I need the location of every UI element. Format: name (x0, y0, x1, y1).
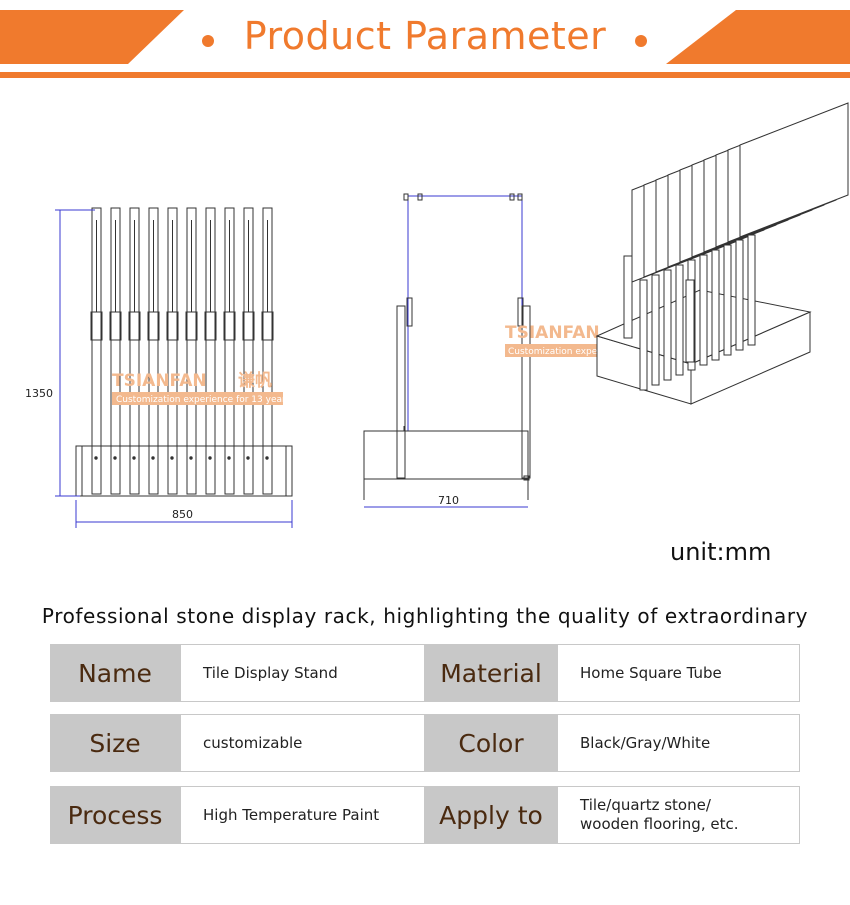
watermark-slogan: Customization experience for 13 years (116, 395, 291, 405)
page-title: Product Parameter (243, 14, 607, 58)
iso-panel-post (747, 234, 756, 346)
banner-dot-left (202, 35, 214, 47)
front-post-bolt (132, 456, 136, 460)
front-post-bolt (170, 456, 174, 460)
iso-panel-post (723, 244, 732, 356)
watermark-brand: TSIANFAN (112, 371, 207, 391)
front-dimension-lines (55, 209, 293, 528)
watermark-slogan-bar (112, 392, 283, 405)
front-post (167, 207, 178, 495)
front-post (129, 207, 140, 495)
front-post (205, 207, 216, 495)
iso-upright (623, 255, 633, 339)
front-post (91, 207, 102, 495)
banner-right-shape (666, 10, 850, 64)
front-post-joint (128, 311, 141, 341)
side-view (363, 193, 531, 500)
front-post (224, 207, 235, 495)
watermark-brand: TSIANFAN (505, 323, 600, 343)
side-clip (517, 193, 523, 201)
iso-panel-post (663, 269, 672, 381)
side-clip (403, 193, 409, 201)
param-label: Process (50, 786, 180, 844)
param-value: High Temperature Paint (180, 786, 425, 844)
iso-panel-post (699, 254, 708, 366)
banner-underline (0, 72, 850, 78)
side-upright-left (396, 305, 406, 479)
technical-drawing: 1350 850 TSIANFAN 谦帆 Customization exper… (0, 90, 850, 570)
front-post-joint (109, 311, 122, 341)
front-post (186, 207, 197, 495)
front-post-joint (90, 311, 103, 341)
iso-panel-post (651, 274, 660, 386)
iso-tile-panel (739, 102, 849, 238)
front-post-bolt (246, 456, 250, 460)
front-post-bolt (265, 456, 269, 460)
tagline: Professional stone display rack, highlig… (41, 604, 809, 628)
unit-label: unit:mm (670, 538, 772, 566)
iso-upright (685, 279, 695, 363)
front-post-joint (185, 311, 198, 341)
param-row: Process High Temperature Paint Apply to … (50, 786, 800, 844)
front-post-joint (261, 311, 274, 341)
banner-dot-right (635, 35, 647, 47)
iso-panel-post (735, 239, 744, 351)
param-label: Material (425, 644, 557, 702)
side-width-dimension-label: 710 (438, 494, 459, 507)
side-clip (509, 193, 515, 201)
param-value: Home Square Tube (557, 644, 800, 702)
front-post-bolt (151, 456, 155, 460)
iso-panel-post (711, 249, 720, 361)
param-label: Name (50, 644, 180, 702)
front-base (75, 445, 293, 497)
front-post (148, 207, 159, 495)
param-label: Apply to (425, 786, 557, 844)
side-foot (523, 475, 530, 481)
param-value: customizable (180, 714, 425, 772)
header-banner: Product Parameter (0, 0, 850, 80)
param-value: Tile/quartz stone/ wooden flooring, etc. (557, 786, 800, 844)
front-post (243, 207, 254, 495)
param-row: Name Tile Display Stand Material Home Sq… (50, 644, 800, 702)
param-value: Black/Gray/White (557, 714, 800, 772)
isometric-view (595, 102, 849, 405)
front-post-joint (223, 311, 236, 341)
param-row: Size customizable Color Black/Gray/White (50, 714, 800, 772)
param-value: Tile Display Stand (180, 644, 425, 702)
front-post (110, 207, 121, 495)
front-post-bolt (227, 456, 231, 460)
front-post-joint (147, 311, 160, 341)
param-label: Color (425, 714, 557, 772)
iso-panel-post (639, 279, 648, 391)
banner-graphic (0, 10, 850, 78)
param-label: Size (50, 714, 180, 772)
front-post-joint (166, 311, 179, 341)
front-post-bolt (94, 456, 98, 460)
iso-panel-post (675, 264, 684, 376)
watermark-brand-cn: 谦帆 (238, 370, 272, 391)
side-bracket (406, 297, 413, 327)
front-post (262, 207, 273, 495)
side-base (363, 430, 529, 480)
front-post-joint (204, 311, 217, 341)
banner-left-shape (0, 10, 184, 64)
front-width-dimension-label: 850 (172, 508, 193, 521)
side-clip (417, 193, 423, 201)
front-view (75, 207, 293, 497)
watermark-slogan: Customization experience for 13 years (508, 347, 683, 357)
height-dimension-label: 1350 (25, 387, 53, 400)
front-post-bolt (189, 456, 193, 460)
front-post-bolt (208, 456, 212, 460)
side-bracket (517, 297, 524, 327)
front-post-joint (242, 311, 255, 341)
drawing-canvas: 1350 850 TSIANFAN 谦帆 Customization exper… (25, 102, 849, 528)
side-panel (407, 195, 523, 432)
front-post-bolt (113, 456, 117, 460)
side-upright-right (521, 305, 531, 479)
